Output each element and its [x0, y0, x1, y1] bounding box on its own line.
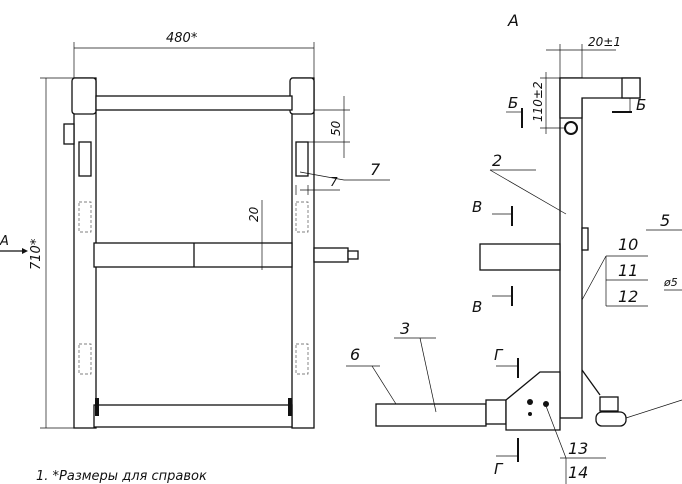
section-v-top: В — [472, 198, 482, 216]
callout-10: 10 — [618, 235, 638, 254]
side-view-label: А — [507, 11, 519, 30]
dim-height-label: 710* — [29, 238, 44, 270]
dim-width-label: 480* — [166, 31, 198, 46]
dim-7-label: 7 — [330, 175, 338, 189]
callout-3: 3 — [400, 319, 410, 338]
callouts: 2 3 5 6 10 11 12 ø5 13 14 — [346, 151, 682, 484]
dim-20-label: 20 — [247, 206, 261, 222]
section-markers: Б Б В В Г Г — [472, 94, 646, 478]
callout-6: 6 — [350, 345, 360, 364]
view-arrow-label: А — [0, 234, 9, 249]
dim-50-label: 50 — [329, 120, 343, 136]
callout-12: 12 — [618, 287, 638, 306]
front-view-frame — [63, 77, 359, 429]
front-dimensions: 480* 710* 50 7 7 20 А — [0, 31, 390, 429]
callout-7: 7 — [370, 160, 381, 179]
section-v-bottom: В — [472, 298, 482, 316]
diameter-label: ø5 — [663, 276, 678, 289]
section-b-left: Б — [508, 94, 518, 112]
callout-11: 11 — [618, 261, 638, 280]
section-g-top: Г — [494, 346, 504, 364]
section-b-right: Б — [636, 96, 646, 114]
callout-5: 5 — [660, 211, 670, 230]
callout-14: 14 — [568, 463, 588, 482]
section-g-bottom: Г — [494, 460, 504, 478]
dim-110-2-label: 110±2 — [531, 81, 545, 122]
callout-2: 2 — [492, 151, 502, 170]
side-view: А — [375, 11, 682, 431]
side-dimensions: 20±1 110±2 — [531, 35, 621, 134]
drawing-note: 1. *Размеры для справок — [36, 469, 207, 484]
callout-13: 13 — [568, 439, 588, 458]
dim-20-1-label: 20±1 — [588, 35, 621, 49]
